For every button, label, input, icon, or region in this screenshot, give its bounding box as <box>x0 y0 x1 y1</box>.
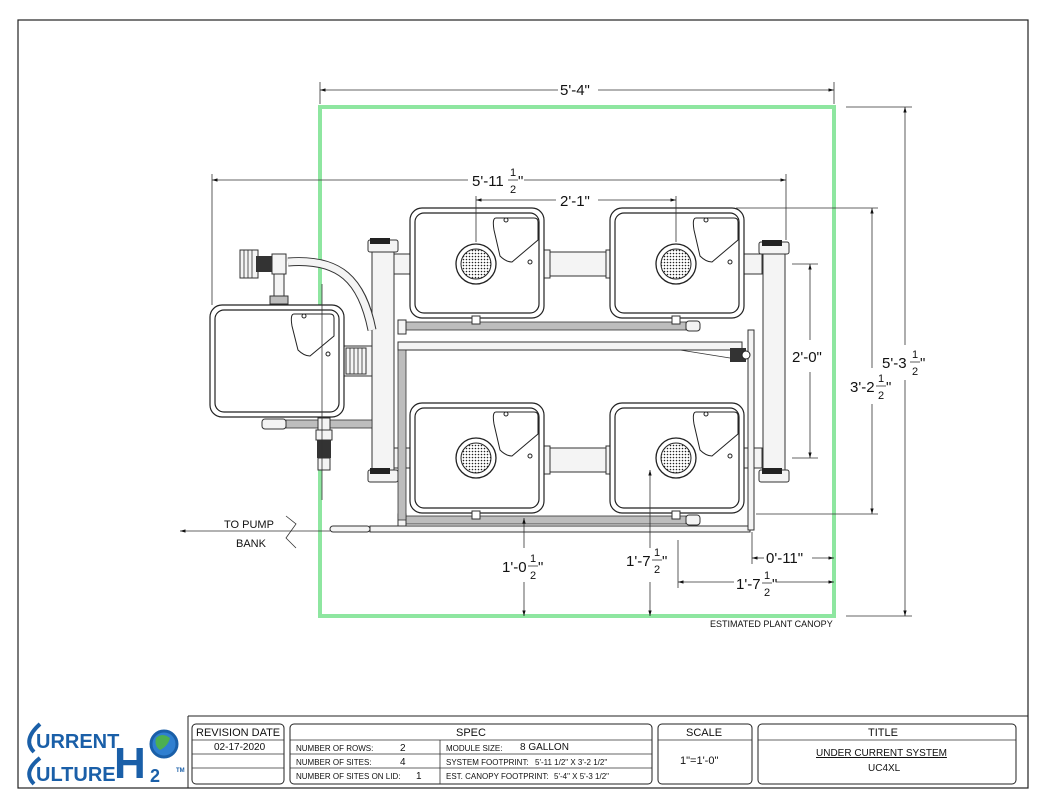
spec-sites-label: NUMBER OF SITES: <box>296 758 372 767</box>
dim-bottom-offset-num: 1 <box>530 553 536 565</box>
spec-canopy-footprint-label: EST. CANOPY FOOTPRINT: <box>446 772 549 781</box>
module-top-left <box>409 207 545 325</box>
dim-right-canopy-den: 2 <box>764 587 770 599</box>
module-bottom-right <box>609 402 745 520</box>
revision-date-value: 02-17-2020 <box>214 742 266 753</box>
dim-inch-mark: " <box>662 553 667 570</box>
logo-tm: TM <box>176 768 185 774</box>
dim-row-spacing: 2'-0" <box>792 349 822 366</box>
scale-header: SCALE <box>686 727 722 739</box>
dim-bottom-offset-den: 2 <box>530 570 536 582</box>
title-line1: UNDER CURRENT SYSTEM <box>816 748 947 759</box>
spec-lid-label: NUMBER OF SITES ON LID: <box>296 772 400 781</box>
spec-sites-value: 4 <box>400 757 406 768</box>
dim-site-offset-num: 1 <box>654 547 660 559</box>
canopy-label: ESTIMATED PLANT CANOPY <box>710 619 833 629</box>
spec-canopy-footprint-value: 5'-4" X 5'-3 1/2" <box>554 772 609 781</box>
dim-right-offset: 0'-11" <box>766 550 803 567</box>
revision-date-header: REVISION DATE <box>196 727 280 739</box>
current-culture-logo: URRENT ULTURE H 2 TM <box>27 722 185 788</box>
dim-site-offset: 1'-7 <box>626 553 651 570</box>
logo-line2: ULTURE <box>36 764 116 786</box>
dim-inch-mark: " <box>772 576 777 593</box>
dim-canopy-height: 5'-3 <box>882 355 907 372</box>
spec-rows-value: 2 <box>400 743 406 754</box>
dim-inch-mark: " <box>920 355 925 372</box>
dim-inch-mark: " <box>538 559 543 576</box>
dim-right-canopy-num: 1 <box>764 570 770 582</box>
dim-system-height-num: 1 <box>878 373 884 385</box>
dim-site-offset-den: 2 <box>654 564 660 576</box>
dim-inch-mark: " <box>886 379 891 396</box>
logo-subscript: 2 <box>150 766 160 786</box>
scale-value: 1"=1'-0" <box>680 755 718 767</box>
title-header: TITLE <box>868 727 898 739</box>
plant-canopy-outline <box>318 105 836 618</box>
dim-canopy-height-num: 1 <box>912 349 918 361</box>
dim-system-width-den: 2 <box>510 184 516 196</box>
to-pump-label: TO PUMP <box>224 519 274 531</box>
spec-header: SPEC <box>456 727 486 739</box>
dim-module-spacing: 2'-1" <box>560 193 590 210</box>
title-line2: UC4XL <box>868 763 901 774</box>
spec-rows-label: NUMBER OF ROWS: <box>296 744 373 753</box>
module-bottom-left <box>409 402 545 520</box>
spec-footprint-label: SYSTEM FOOTPRINT: <box>446 758 529 767</box>
dim-system-width: 5'-11 <box>472 173 504 190</box>
dim-bottom-offset: 1'-0 <box>502 559 527 576</box>
dim-canopy-height-den: 2 <box>912 366 918 378</box>
spec-lid-value: 1 <box>416 771 422 782</box>
dim-system-width-num: 1 <box>510 167 516 179</box>
title-block <box>187 715 1028 788</box>
spec-module-value: 8 GALLON <box>520 742 569 753</box>
dim-right-canopy: 1'-7 <box>736 576 761 593</box>
to-pump-label-2: BANK <box>236 538 267 550</box>
dim-overall-width: 5'-4" <box>560 82 590 99</box>
module-top-right <box>609 207 745 325</box>
controller-tank <box>209 304 345 418</box>
system-plumbing <box>239 238 790 533</box>
sheet-border <box>17 19 1029 789</box>
spec-module-label: MODULE SIZE: <box>446 744 502 753</box>
spec-footprint-value: 5'-11 1/2" X 3'-2 1/2" <box>535 758 607 767</box>
dim-system-height-den: 2 <box>878 390 884 402</box>
dim-inch-mark: " <box>518 173 523 190</box>
dim-system-height: 3'-2 <box>850 379 875 396</box>
logo-h: H <box>114 739 146 788</box>
logo-line1: URRENT <box>36 731 119 753</box>
dimension-lines <box>180 82 912 617</box>
